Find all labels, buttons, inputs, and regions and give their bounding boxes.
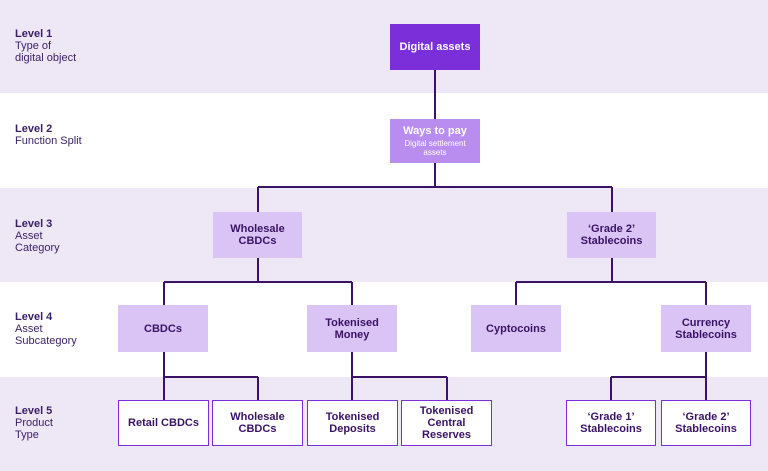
node-tokenised-central-reserves: Tokenised Central Reserves bbox=[401, 400, 492, 446]
node-tokenised-central-reserves-label: Tokenised Central Reserves bbox=[419, 405, 474, 441]
level-2-description: Function Split bbox=[15, 135, 82, 147]
level-1-title: Level 1 bbox=[15, 28, 53, 40]
node-grade2-stablecoins-label: ‘Grade 2’ Stablecoins bbox=[580, 223, 643, 247]
node-retail-cbdcs: Retail CBDCs bbox=[118, 400, 209, 446]
node-ways-to-pay: Ways to pay Digital settlement assets bbox=[390, 119, 480, 163]
node-tokenised-money: Tokenised Money bbox=[307, 305, 397, 352]
node-grade2-stablecoins-l5-label: ‘Grade 2’ Stablecoins bbox=[675, 411, 737, 435]
node-retail-cbdcs-label: Retail CBDCs bbox=[128, 417, 199, 429]
node-digital-assets-label: Digital assets bbox=[399, 41, 471, 53]
level-3-description: Asset Category bbox=[15, 230, 60, 254]
node-wholesale-cbdcs: Wholesale CBDCs bbox=[213, 212, 302, 258]
node-currency-stablecoins: Currency Stablecoins bbox=[661, 305, 751, 352]
level-2-title: Level 2 bbox=[15, 123, 53, 135]
node-wholesale-cbdcs-l5: Wholesale CBDCs bbox=[212, 400, 303, 446]
node-cbdcs: CBDCs bbox=[118, 305, 208, 352]
level-1-description: Type of digital object bbox=[15, 40, 77, 64]
node-ways-to-pay-sublabel: Digital settlement assets bbox=[404, 139, 466, 157]
node-digital-assets: Digital assets bbox=[390, 24, 480, 70]
level-3-title: Level 3 bbox=[15, 218, 53, 230]
node-wholesale-cbdcs-label: Wholesale CBDCs bbox=[230, 223, 285, 247]
node-tokenised-deposits: Tokenised Deposits bbox=[307, 400, 398, 446]
level-5-label: Level 5 Product Type bbox=[15, 405, 53, 441]
node-grade1-stablecoins: ‘Grade 1’ Stablecoins bbox=[566, 400, 656, 446]
level-5-title: Level 5 bbox=[15, 405, 53, 417]
node-currency-stablecoins-label: Currency Stablecoins bbox=[675, 316, 737, 341]
level-2-band bbox=[0, 93, 768, 188]
node-cyptocoins: Cyptocoins bbox=[471, 305, 561, 352]
level-2-label: Level 2 Function Split bbox=[15, 123, 82, 147]
node-grade2-stablecoins: ‘Grade 2’ Stablecoins bbox=[567, 212, 656, 258]
node-ways-to-pay-label: Ways to pay bbox=[403, 125, 467, 137]
level-4-label: Level 4 Asset Subcategory bbox=[15, 311, 77, 347]
node-cyptocoins-label: Cyptocoins bbox=[486, 322, 546, 335]
level-4-description: Asset Subcategory bbox=[15, 323, 77, 347]
node-cbdcs-label: CBDCs bbox=[144, 322, 182, 335]
level-4-title: Level 4 bbox=[15, 311, 53, 323]
node-tokenised-money-label: Tokenised Money bbox=[325, 316, 379, 341]
node-tokenised-deposits-label: Tokenised Deposits bbox=[325, 411, 380, 435]
level-1-band bbox=[0, 0, 768, 93]
level-3-label: Level 3 Asset Category bbox=[15, 218, 60, 254]
node-grade2-stablecoins-l5: ‘Grade 2’ Stablecoins bbox=[661, 400, 751, 446]
level-5-description: Product Type bbox=[15, 417, 53, 441]
node-grade1-stablecoins-label: ‘Grade 1’ Stablecoins bbox=[580, 411, 642, 435]
node-wholesale-cbdcs-l5-label: Wholesale CBDCs bbox=[230, 411, 285, 435]
level-1-label: Level 1 Type of digital object bbox=[15, 28, 76, 64]
